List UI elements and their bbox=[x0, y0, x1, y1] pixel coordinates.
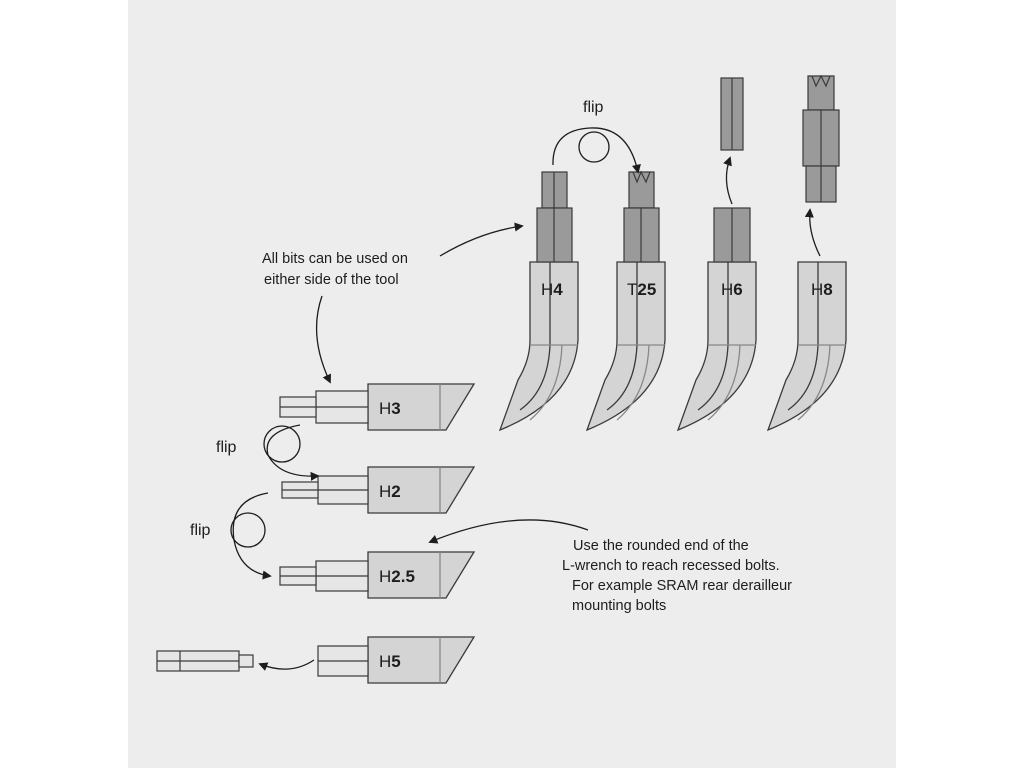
label-h2: H2 bbox=[379, 482, 401, 501]
note-all-bits-line2: either side of the tool bbox=[264, 272, 399, 288]
note-rounded-line2: L-wrench to reach recessed bolts. bbox=[562, 558, 780, 574]
label-h5: H5 bbox=[379, 652, 401, 671]
tool-slot-h4 bbox=[498, 261, 579, 432]
flip-text-low: flip bbox=[190, 522, 211, 539]
remove-arrow-h6 bbox=[723, 156, 733, 205]
label-h3: H3 bbox=[379, 399, 401, 418]
label-h4: H4 bbox=[541, 280, 563, 299]
flip-text-top: flip bbox=[583, 99, 604, 116]
bit-t25-seated bbox=[623, 170, 660, 263]
note-rounded-line3: For example SRAM rear derailleur bbox=[572, 578, 792, 594]
label-h25: H2.5 bbox=[379, 567, 415, 586]
remove-arrow-h5 bbox=[258, 659, 315, 671]
flip-text-mid: flip bbox=[216, 439, 237, 456]
bit-h5-removed bbox=[156, 650, 254, 672]
bit-h2-seated bbox=[281, 475, 369, 505]
note-rounded-line4: mounting bolts bbox=[572, 598, 666, 614]
flip-arrow-top bbox=[552, 127, 641, 174]
bit-h8-removed bbox=[802, 74, 840, 203]
flip-loop-top bbox=[578, 131, 610, 163]
note-rounded-line1: Use the rounded end of the bbox=[573, 538, 749, 554]
flip-loop-mid bbox=[263, 425, 301, 463]
tool-slot-h6 bbox=[676, 261, 757, 432]
bit-h5-seated bbox=[317, 645, 369, 677]
label-h8: H8 bbox=[811, 280, 833, 299]
flip-loop-low bbox=[230, 512, 266, 548]
all-bits-arrow-down bbox=[315, 295, 331, 384]
rounded-end-arrow bbox=[428, 519, 589, 544]
bit-h6-removed bbox=[720, 77, 744, 151]
label-t25: T25 bbox=[627, 280, 656, 299]
bit-h6-seated bbox=[713, 207, 751, 263]
bit-h25-seated bbox=[279, 560, 369, 592]
note-all-bits-line1: All bits can be used on bbox=[262, 251, 408, 267]
label-h6: H6 bbox=[721, 280, 743, 299]
bit-h4-seated bbox=[536, 171, 573, 263]
remove-arrow-h8 bbox=[804, 208, 821, 257]
tool-slot-h8 bbox=[766, 261, 847, 432]
all-bits-arrow-right bbox=[439, 222, 524, 257]
flip-arrow-mid bbox=[266, 424, 320, 481]
bit-h3-seated bbox=[279, 390, 369, 424]
tool-slot-t25 bbox=[585, 261, 666, 432]
diagram-panel bbox=[128, 0, 896, 768]
